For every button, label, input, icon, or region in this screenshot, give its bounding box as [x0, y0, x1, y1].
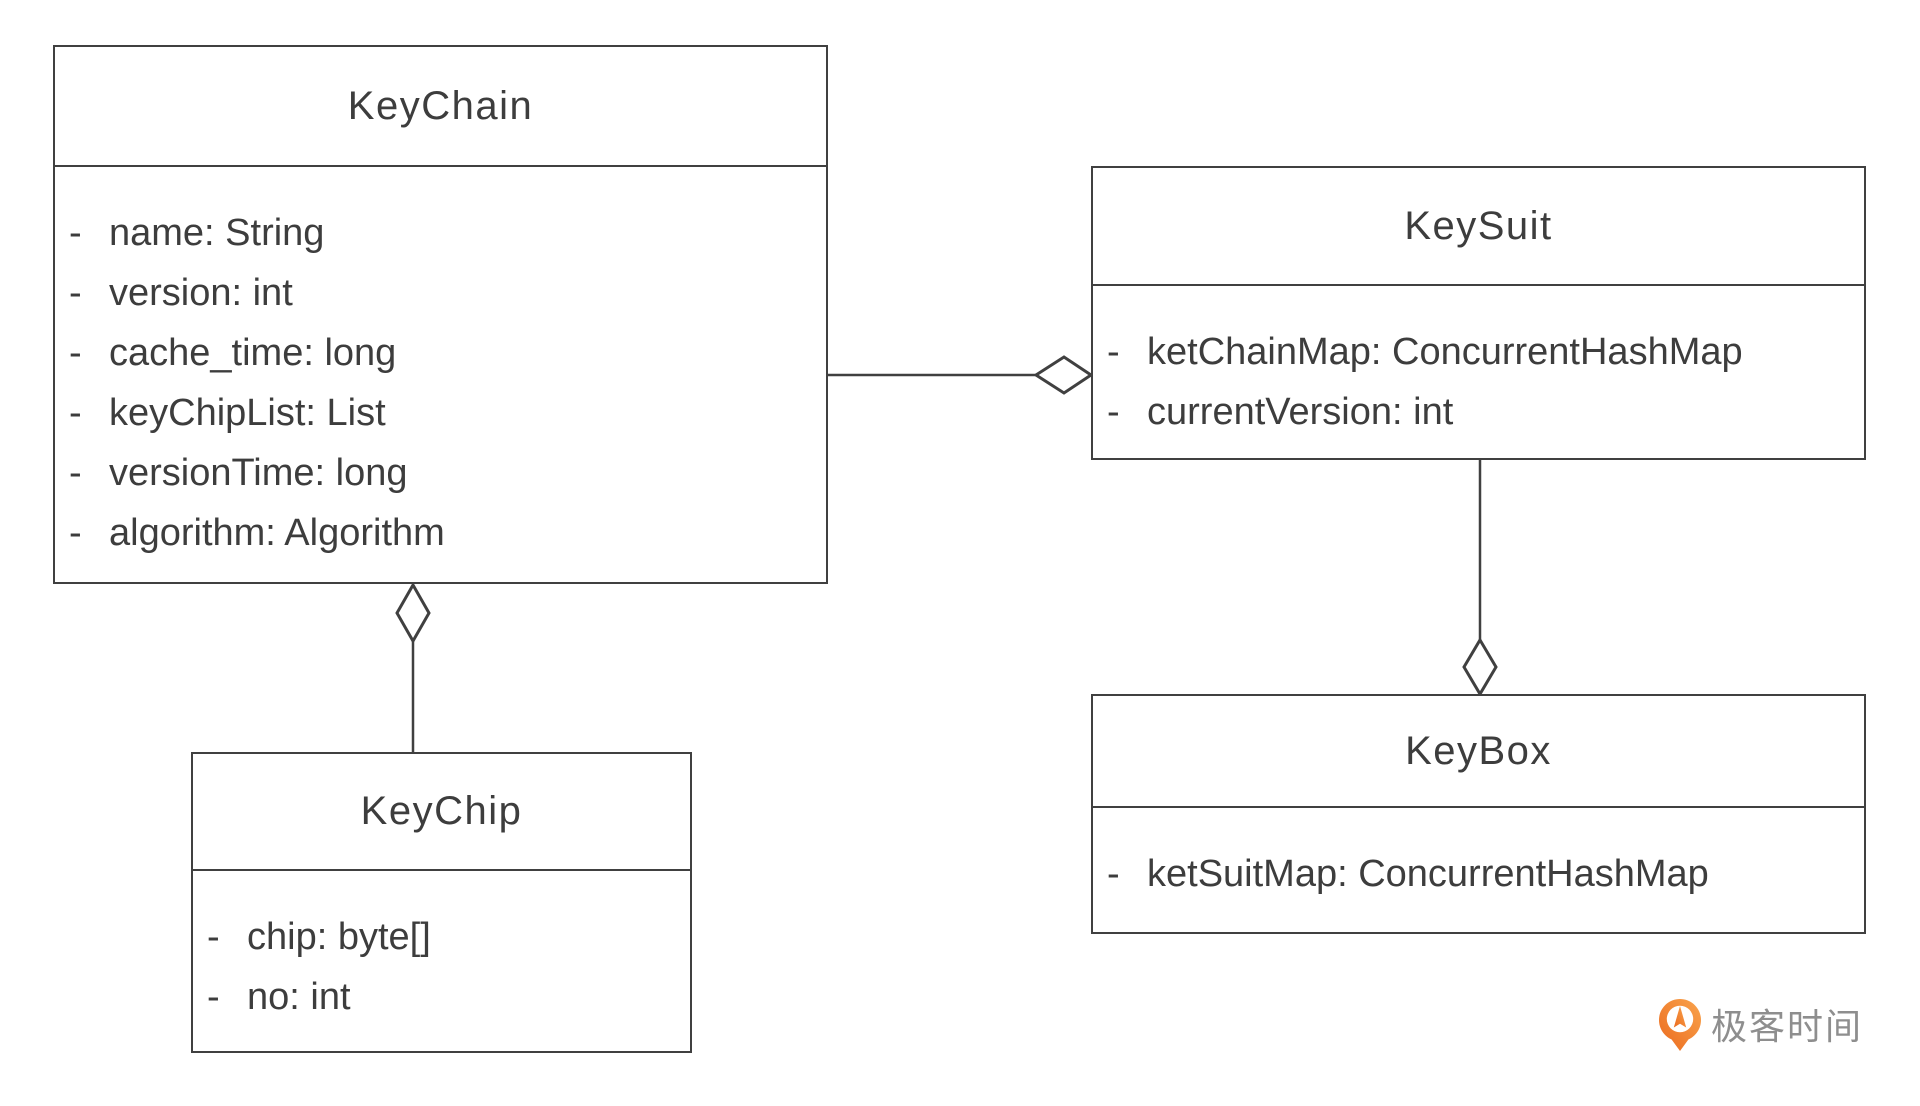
class-field: - algorithm: Algorithm	[69, 503, 816, 563]
visibility-marker: -	[1107, 853, 1120, 895]
class-field: - name: String	[69, 203, 816, 263]
class-fields-keysuit: - ketChainMap: ConcurrentHashMap - curre…	[1093, 286, 1864, 442]
class-box-keysuit: KeySuit - ketChainMap: ConcurrentHashMap…	[1091, 166, 1866, 460]
class-fields-keybox: - ketSuitMap: ConcurrentHashMap	[1093, 808, 1864, 904]
field-text: keyChipList: List	[109, 392, 386, 434]
class-field: - versionTime: long	[69, 443, 816, 503]
geektime-logo-text: 极客时间	[1711, 1006, 1864, 1047]
field-text: ketSuitMap: ConcurrentHashMap	[1147, 853, 1709, 895]
field-text: algorithm: Algorithm	[109, 512, 445, 554]
geektime-logo: 极客时间	[1658, 998, 1863, 1054]
field-text: cache_time: long	[109, 332, 397, 374]
aggregation-diamond-icon	[1033, 355, 1094, 395]
class-box-keybox: KeyBox - ketSuitMap: ConcurrentHashMap	[1091, 694, 1866, 934]
class-field: - keyChipList: List	[69, 383, 816, 443]
visibility-marker: -	[69, 512, 82, 554]
class-field: - ketChainMap: ConcurrentHashMap	[1107, 322, 1854, 382]
field-text: version: int	[109, 272, 293, 314]
geektime-pin-icon	[1659, 999, 1701, 1051]
visibility-marker: -	[69, 332, 82, 374]
visibility-marker: -	[207, 976, 220, 1018]
class-field: - currentVersion: int	[1107, 382, 1854, 442]
visibility-marker: -	[69, 392, 82, 434]
class-title-keybox: KeyBox	[1093, 696, 1864, 808]
visibility-marker: -	[69, 212, 82, 254]
aggregation-diamond-icon	[395, 581, 431, 645]
class-title-keychain: KeyChain	[55, 47, 826, 167]
visibility-marker: -	[1107, 391, 1120, 433]
visibility-marker: -	[69, 272, 82, 314]
visibility-marker: -	[207, 916, 220, 958]
class-field: - cache_time: long	[69, 323, 816, 383]
class-box-keychain: KeyChain - name: String - version: int -…	[53, 45, 828, 584]
field-text: ketChainMap: ConcurrentHashMap	[1147, 331, 1743, 373]
field-text: currentVersion: int	[1147, 391, 1454, 433]
class-field: - version: int	[69, 263, 816, 323]
class-title-keychip: KeyChip	[193, 754, 690, 871]
class-fields-keychip: - chip: byte[] - no: int	[193, 871, 690, 1027]
field-text: chip: byte[]	[247, 916, 431, 958]
class-box-keychip: KeyChip - chip: byte[] - no: int	[191, 752, 692, 1053]
field-text: name: String	[109, 212, 325, 254]
class-field: - ketSuitMap: ConcurrentHashMap	[1107, 844, 1854, 904]
visibility-marker: -	[69, 452, 82, 494]
class-field: - chip: byte[]	[207, 907, 680, 967]
aggregation-diamond-icon	[1462, 637, 1498, 697]
visibility-marker: -	[1107, 331, 1120, 373]
field-text: no: int	[247, 976, 351, 1018]
field-text: versionTime: long	[109, 452, 408, 494]
class-title-keysuit: KeySuit	[1093, 168, 1864, 286]
class-field: - no: int	[207, 967, 680, 1027]
class-fields-keychain: - name: String - version: int - cache_ti…	[55, 167, 826, 563]
